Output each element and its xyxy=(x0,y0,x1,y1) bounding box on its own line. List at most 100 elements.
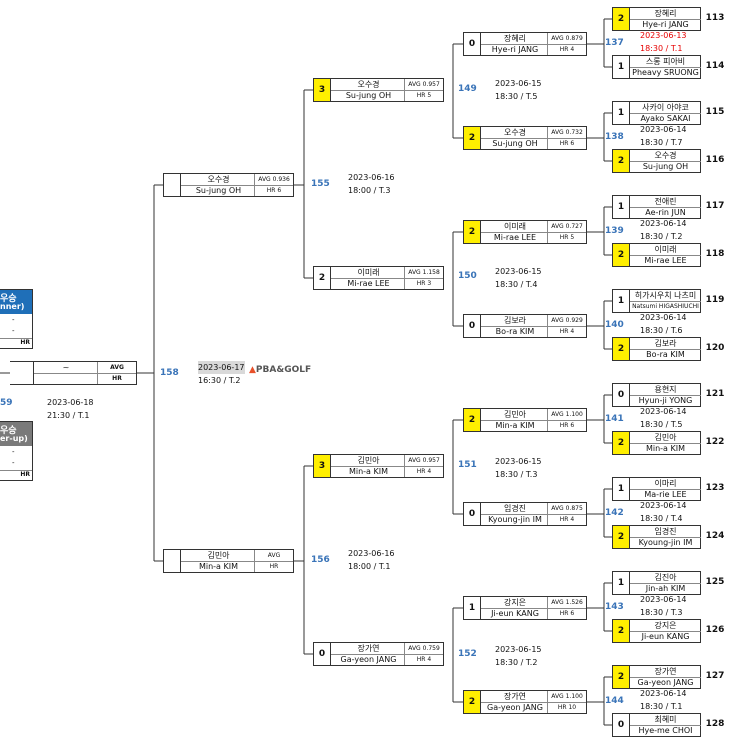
player-name: 용현지 xyxy=(630,384,701,396)
player-hr: HR 4 xyxy=(547,44,586,55)
match-number-r16: 139 xyxy=(605,226,624,236)
player-name-en: Mi-rae LEE xyxy=(644,256,687,265)
runner-up-name-en: - xyxy=(12,459,15,467)
runner-up-title: 우승 xyxy=(0,426,17,436)
match-number-qf: 151 xyxy=(458,460,477,470)
player-name-en: Hye-ri JANG xyxy=(642,20,689,29)
player-name: 김민아 xyxy=(630,432,701,444)
schedule-date: 2023-06-16 xyxy=(348,173,395,182)
player-name-en: Ga-yeon JANG xyxy=(637,678,694,687)
player-name-en: Ji-eun KANG xyxy=(641,632,690,641)
match-number-r16: 141 xyxy=(605,414,624,424)
winner-hr: HR xyxy=(0,338,32,346)
player-name: 이마리 xyxy=(630,478,701,490)
player-avg: AVG 0.875 xyxy=(547,503,586,515)
final-box[interactable]: ~ AVG HR xyxy=(10,361,137,385)
score-cell: 2 xyxy=(612,243,630,267)
player-name: 김민아 xyxy=(481,409,549,421)
score-cell: 2 xyxy=(463,690,481,714)
score-cell: 2 xyxy=(463,408,481,432)
match-number-r16: 138 xyxy=(605,132,624,142)
score-cell: 2 xyxy=(463,126,481,150)
seed-number: 116 xyxy=(705,155,725,165)
player-name-en: Ga-yeon JANG xyxy=(487,703,543,712)
schedule-date: 2023-06-14 xyxy=(640,313,687,322)
player-avg: AVG 1.100 xyxy=(547,691,586,703)
schedule-date: 2023-06-13 xyxy=(640,31,687,40)
player-avg: AVG 0.759 xyxy=(404,643,443,655)
round16-schedule: 2023-06-14 18:30 / T.1 xyxy=(640,687,687,713)
winner-subtitle: nner) xyxy=(0,302,25,311)
player-avg: AVG 1.158 xyxy=(404,267,443,279)
winner-title: 우승 xyxy=(0,294,17,304)
schedule-date: 2023-06-14 xyxy=(640,689,687,698)
score-cell: 3 xyxy=(313,78,331,102)
player-hr: HR 4 xyxy=(404,466,443,477)
schedule-time: 18:30 / T.3 xyxy=(640,608,683,617)
player-name: 최혜미 xyxy=(630,714,701,726)
player-name-en: Pheavy SRUONG xyxy=(632,68,699,77)
schedule-date: 2023-06-14 xyxy=(640,125,687,134)
schedule-time: 18:30 / T.1 xyxy=(640,702,683,711)
final-time: 16:30 / T.2 xyxy=(198,376,241,385)
winner-panel: 우승 nner) - - HR xyxy=(0,289,33,349)
sponsor-text: PBA&GOLF xyxy=(255,365,312,375)
player-hr: HR 6 xyxy=(547,420,586,431)
match-number-semi: 156 xyxy=(311,555,330,565)
match-number-r16: 137 xyxy=(605,38,624,48)
seed-number: 120 xyxy=(705,343,725,353)
score-cell: 1 xyxy=(612,55,630,79)
player-name-en: Min-a KIM xyxy=(198,562,239,571)
seed-number: 127 xyxy=(705,671,725,681)
grand-final-date: 2023-06-18 xyxy=(47,398,94,407)
player-name: 김민아 xyxy=(331,455,406,467)
player-name: 오수경 xyxy=(630,150,701,162)
schedule-date: 2023-06-14 xyxy=(640,219,687,228)
player-name-en: Mi-rae LEE xyxy=(493,233,537,242)
score-cell: 2 xyxy=(612,431,630,455)
player-hr: HR 6 xyxy=(254,185,293,196)
player-name-en: Bo-ra KIM xyxy=(646,350,685,359)
player-name-en: Hyun-ji YONG xyxy=(638,396,693,405)
player-name: 장혜리 xyxy=(481,33,549,45)
score-cell: 1 xyxy=(612,101,630,125)
player-name: 장가연 xyxy=(481,691,549,703)
match-number-qf: 149 xyxy=(458,84,477,94)
